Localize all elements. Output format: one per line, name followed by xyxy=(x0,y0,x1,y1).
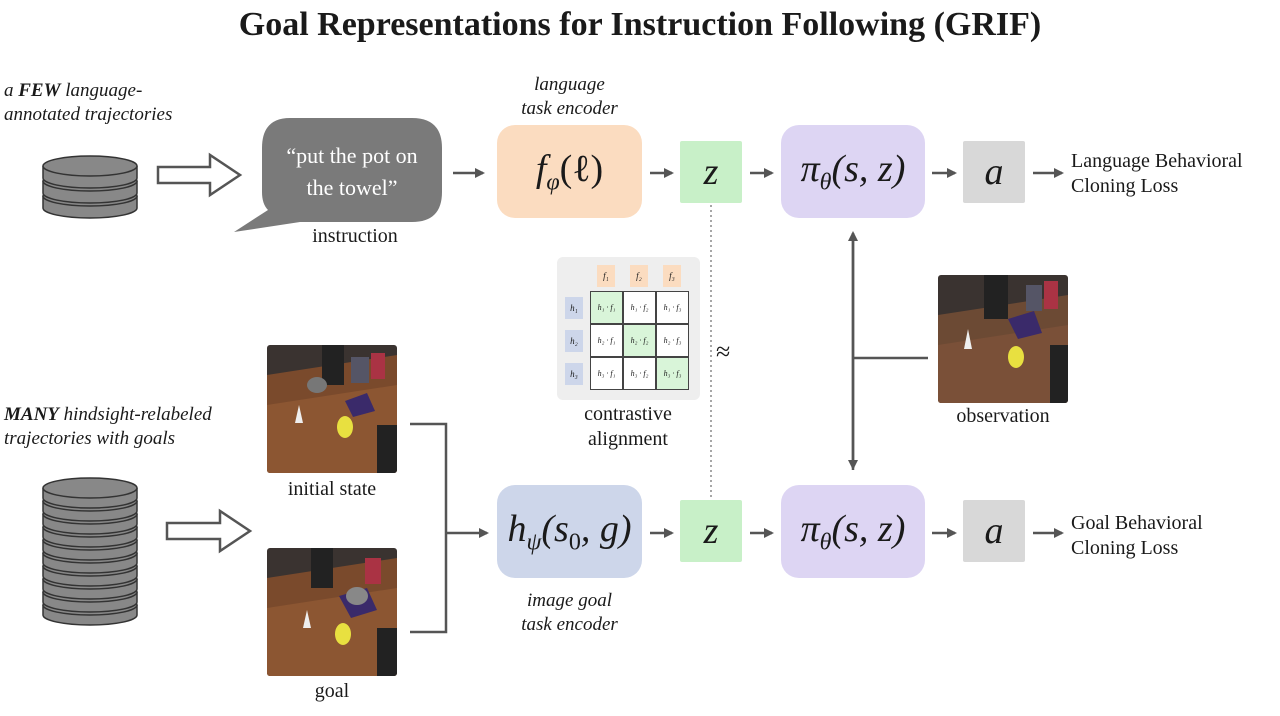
observation-label: observation xyxy=(956,405,1050,427)
image-encoder-caption-line1: image goal xyxy=(527,590,612,611)
formula-h-open: (s xyxy=(541,507,569,550)
matrix-cell: h₂ · f₃ xyxy=(656,324,689,357)
policy-pi: π xyxy=(800,507,820,550)
instruction-line1: “put the pot on xyxy=(286,143,418,168)
z-box-bottom: z xyxy=(680,500,742,562)
matrix-cell: h₃ · f₁ xyxy=(590,357,623,390)
contrastive-label: contrastive alignment xyxy=(548,402,708,452)
policy-box-top: πθ(s, z) xyxy=(781,125,925,218)
observation-image xyxy=(938,275,1068,403)
policy-pi: π xyxy=(800,147,820,190)
matrix-cell: h₃ · f₃ xyxy=(656,357,689,390)
language-encoder-caption: language task encoder xyxy=(497,73,642,121)
initial-state-image xyxy=(267,345,397,473)
goal-image xyxy=(267,548,397,676)
bottom-left-line2: trajectories with goals xyxy=(4,428,175,449)
matrix-col-label: f₂ xyxy=(630,265,648,287)
large-dataset-stack-icon xyxy=(42,477,138,626)
goal-loss-label: Goal Behavioral Cloning Loss xyxy=(1071,511,1203,561)
bottom-left-rest: hindsight-relabeled xyxy=(58,404,212,425)
top-left-prefix: a xyxy=(4,80,19,101)
formula-f-arg: (ℓ) xyxy=(559,147,604,190)
formula-h: h xyxy=(507,507,527,550)
formula-h-rest: , g) xyxy=(580,507,632,550)
language-loss-label: Language Behavioral Cloning Loss xyxy=(1071,149,1243,199)
bottom-left-note: MANY hindsight-relabeled trajectories wi… xyxy=(4,403,212,451)
hollow-arrow-top xyxy=(156,152,243,198)
z-box-top: z xyxy=(680,141,742,203)
goal-label: goal xyxy=(314,680,350,702)
policy-sub: θ xyxy=(819,529,832,556)
matrix-col-label: f₃ xyxy=(663,265,681,287)
diagram-title: Goal Representations for Instruction Fol… xyxy=(238,6,1042,43)
matrix-cell: h₁ · f₂ xyxy=(623,291,656,324)
contrastive-line2: alignment xyxy=(588,428,668,450)
policy-formula-bottom: πθ(s, z) xyxy=(801,507,906,557)
goal-loss-line1: Goal Behavioral xyxy=(1071,512,1203,534)
language-encoder-formula: fφ(ℓ) xyxy=(536,147,603,197)
policy-formula-top: πθ(s, z) xyxy=(801,147,906,197)
top-left-line2: annotated trajectories xyxy=(4,104,173,125)
top-left-emph: FEW xyxy=(18,80,61,101)
policy-sub: θ xyxy=(819,169,832,196)
matrix-cell: h₁ · f₃ xyxy=(656,291,689,324)
language-encoder-box: fφ(ℓ) xyxy=(497,125,642,218)
matrix-cell: h₂ · f₁ xyxy=(590,324,623,357)
contrastive-line1: contrastive xyxy=(584,403,672,425)
initial-state-label: initial state xyxy=(287,478,377,500)
image-goal-encoder-box: hψ(s0, g) xyxy=(497,485,642,578)
policy-box-bottom: πθ(s, z) xyxy=(781,485,925,578)
image-goal-encoder-formula: hψ(s0, g) xyxy=(507,507,631,557)
bottom-left-emph: MANY xyxy=(4,404,59,425)
small-dataset-stack-icon xyxy=(42,155,138,219)
matrix-col-label: f₁ xyxy=(597,265,615,287)
action-box-top: a xyxy=(963,141,1025,203)
matrix-cell: h₂ · f₂ xyxy=(623,324,656,357)
action-box-bottom: a xyxy=(963,500,1025,562)
matrix-cell: h₃ · f₂ xyxy=(623,357,656,390)
policy-arg: (s, z) xyxy=(831,507,906,550)
formula-h-sub: ψ xyxy=(526,529,542,556)
language-loss-line1: Language Behavioral xyxy=(1071,150,1243,172)
goal-loss-line2: Cloning Loss xyxy=(1071,537,1179,559)
matrix-row-label: h₁ xyxy=(565,297,583,319)
formula-f: f xyxy=(535,147,547,190)
image-goal-encoder-caption: image goal task encoder xyxy=(497,589,642,637)
policy-arg: (s, z) xyxy=(831,147,906,190)
formula-f-sub: φ xyxy=(546,169,560,196)
matrix-cell: h₁ · f₁ xyxy=(590,291,623,324)
hollow-arrow-bottom xyxy=(165,508,253,554)
contrastive-matrix-panel: f₁ f₂ f₃ h₁ h₂ h₃ h₁ · f₁ h₁ · f₂ h₁ · f… xyxy=(557,257,700,400)
matrix-row-label: h₂ xyxy=(565,330,583,352)
matrix-row-label: h₃ xyxy=(565,363,583,385)
instruction-text: “put the pot on the towel” xyxy=(262,140,442,204)
top-left-rest: language- xyxy=(60,80,143,101)
approx-symbol: ≈ xyxy=(716,337,731,366)
top-left-note: a FEW language- annotated trajectories xyxy=(4,79,172,127)
instruction-line2: the towel” xyxy=(306,175,398,200)
language-encoder-caption-line2: task encoder xyxy=(521,98,618,119)
language-encoder-caption-line1: language xyxy=(534,74,605,95)
language-loss-line2: Cloning Loss xyxy=(1071,175,1179,197)
formula-h-sub0: 0 xyxy=(568,529,581,556)
instruction-label: instruction xyxy=(312,225,398,247)
image-encoder-caption-line2: task encoder xyxy=(521,614,618,635)
